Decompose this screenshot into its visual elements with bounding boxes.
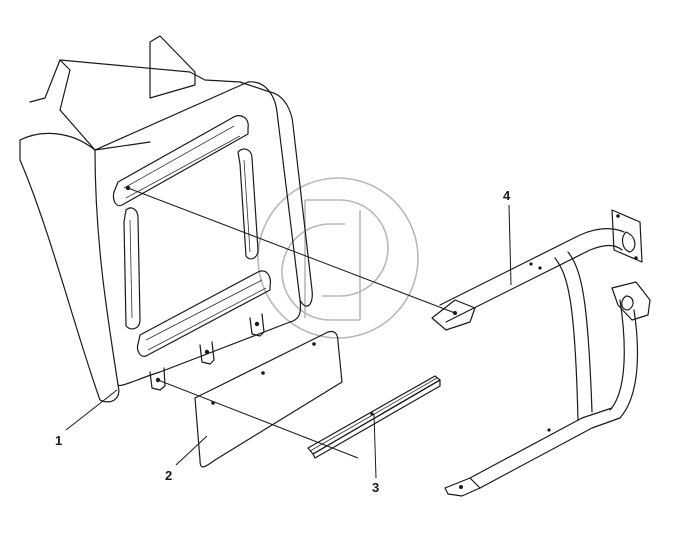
callout-4: 4	[503, 188, 511, 203]
gd-logo-icon	[257, 177, 419, 339]
callout-2: 2	[165, 468, 172, 483]
leader-lines	[65, 204, 512, 479]
fender-panel	[19, 35, 313, 403]
assembly-lines	[127, 187, 456, 459]
mud-flap	[194, 330, 343, 468]
callout-1: 1	[55, 433, 62, 448]
support-bracket	[431, 209, 651, 497]
callout-3: 3	[372, 480, 379, 495]
mounting-strip	[307, 375, 441, 459]
